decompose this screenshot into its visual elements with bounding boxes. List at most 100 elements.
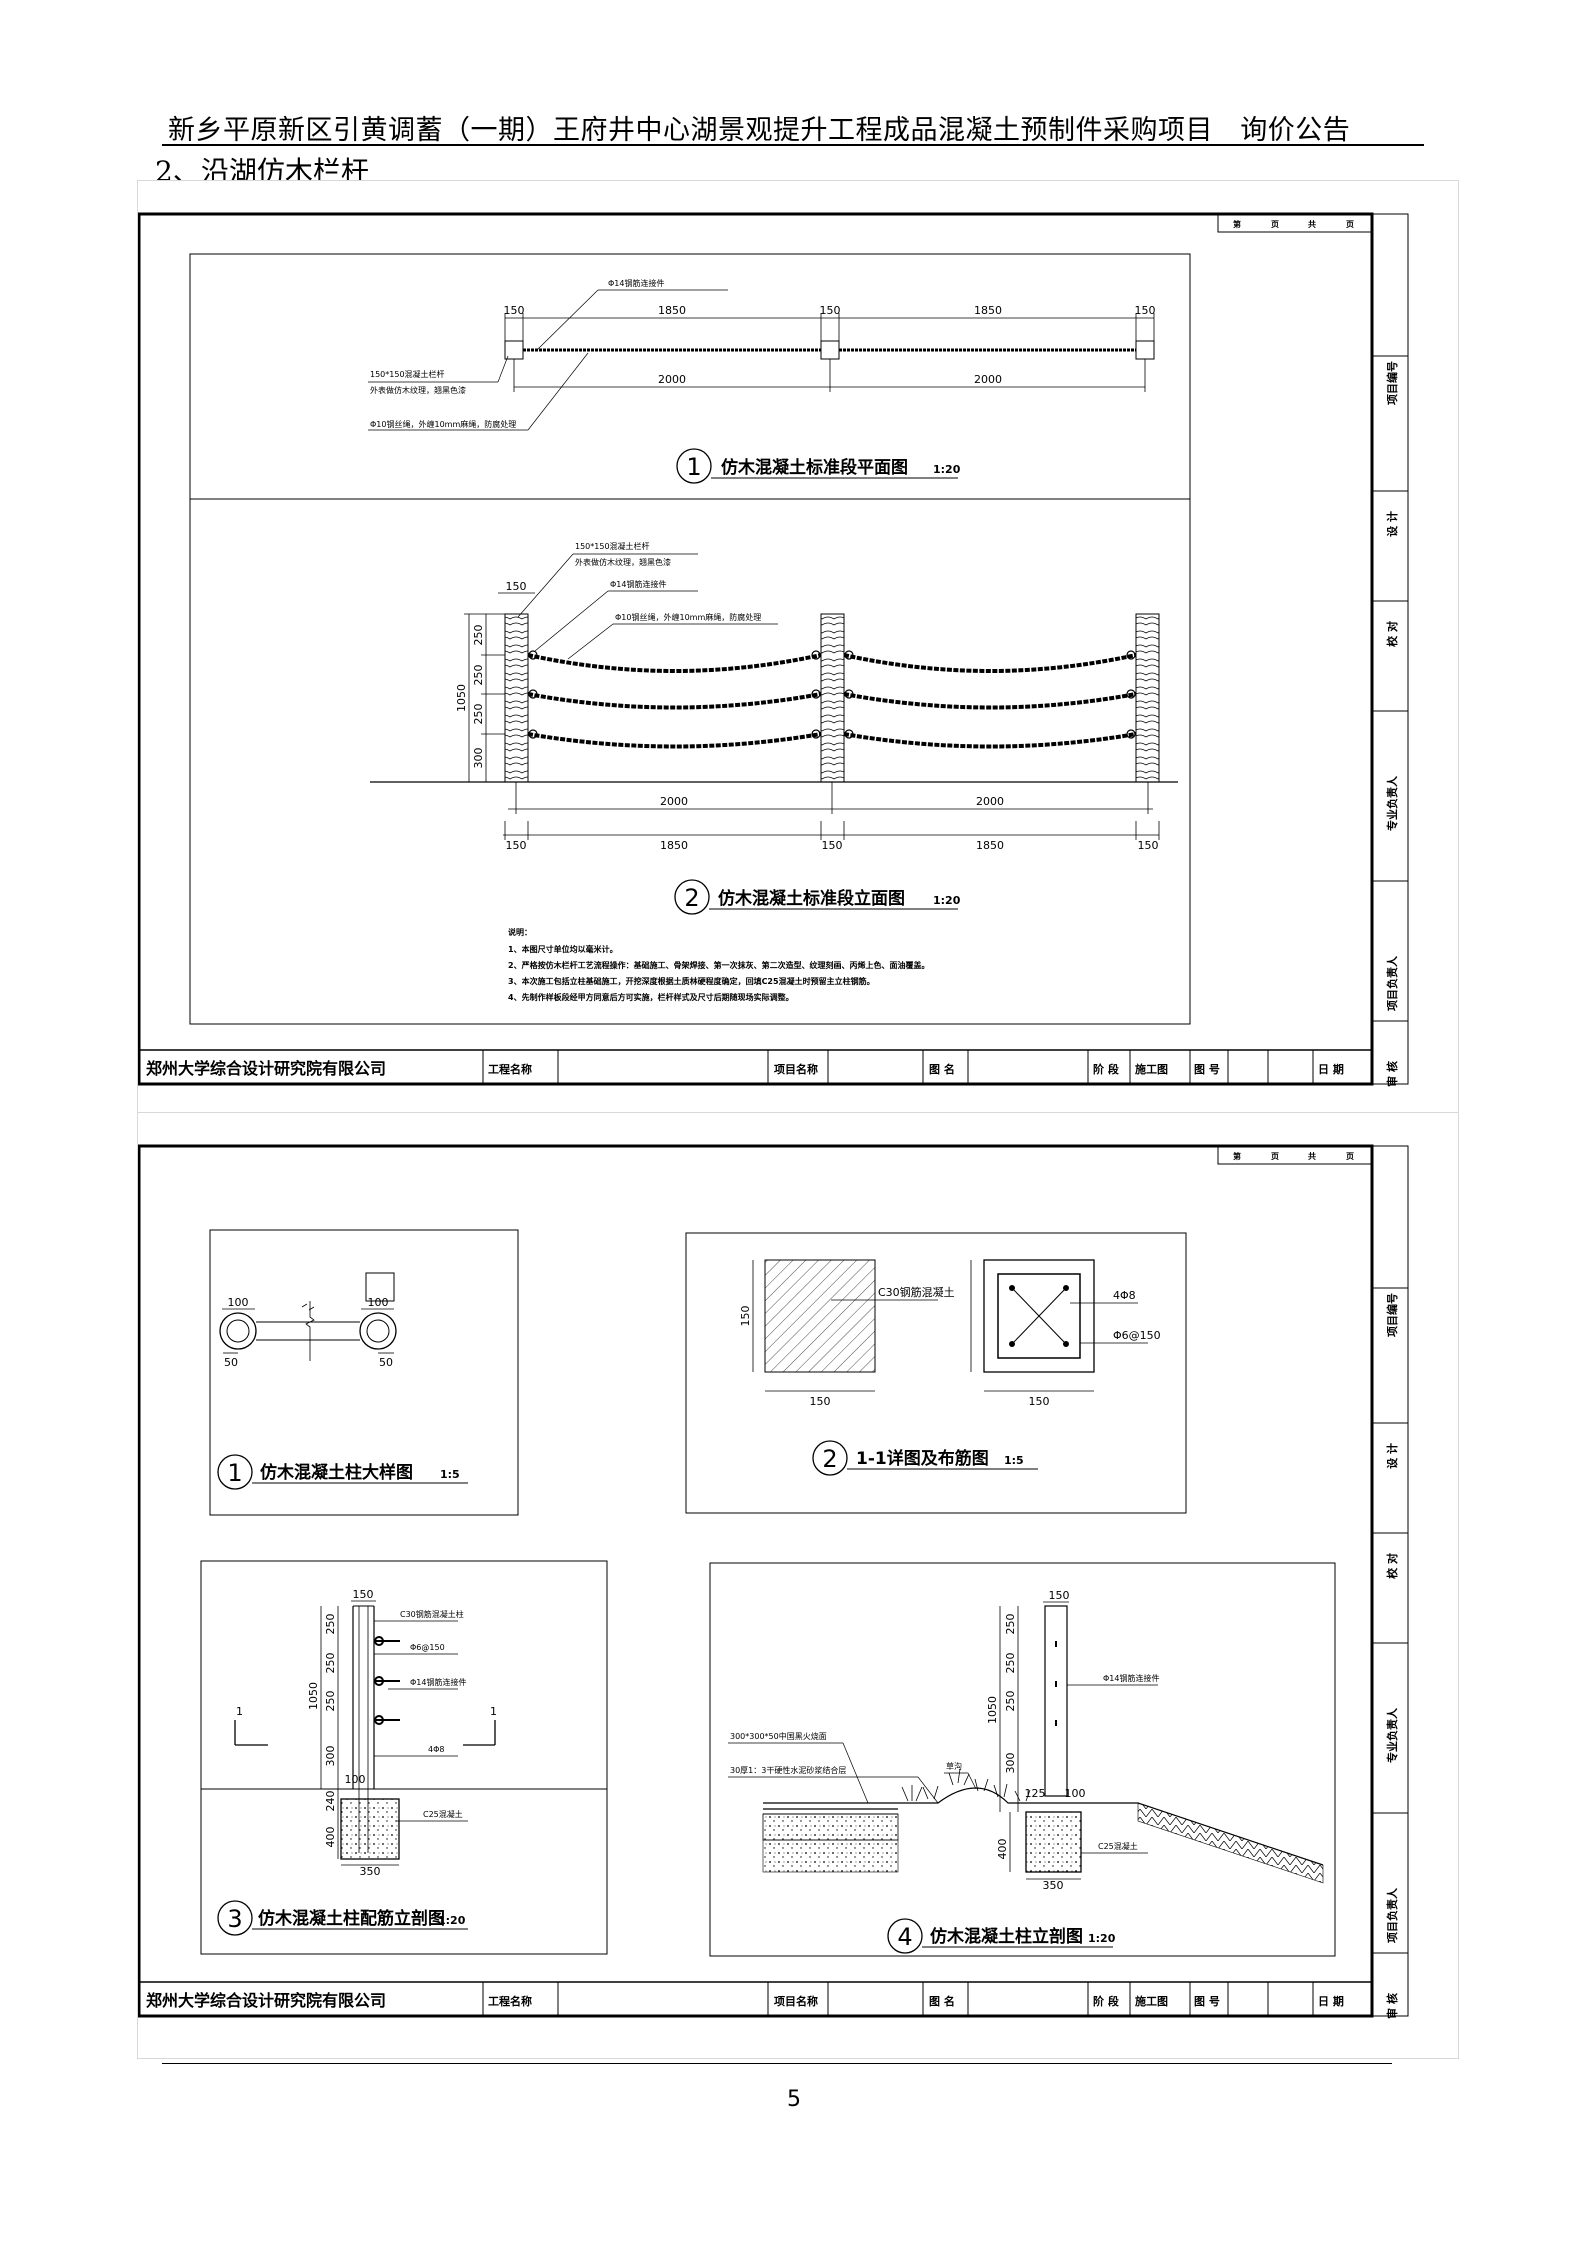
tb-stage-value: 施工图 (1135, 1062, 1168, 1076)
elev-dim-left-0: 250 (472, 625, 485, 646)
note-2: 2、严格按仿木栏杆工艺流程操作：基础施工、骨架焊接、第一次抹灰、第二次造型、纹理… (508, 960, 930, 970)
d4-dim-4: 400 (996, 1839, 1009, 1860)
d3-dim-total: 1050 (307, 1682, 320, 1710)
d2-label-stirrup: Φ6@150 (1113, 1329, 1161, 1342)
side-zyfzr: 专业负责人 (1385, 775, 1399, 831)
elev-number: 2 (684, 884, 699, 912)
elev-dim-left-3: 300 (472, 748, 485, 769)
note-4: 4、先制作样板段经甲方同意后方可实施，栏杆样式及尺寸后期随现场实际调整。 (508, 992, 794, 1002)
sheet-di: 第 (1233, 219, 1241, 229)
elev-dim-b2-4: 150 (1138, 839, 1159, 852)
header-title: 新乡平原新区引黄调蓄（一期）王府井中心湖景观提升工程成品混凝土预制件采购项目 (168, 115, 1213, 146)
elev-dim-total: 1050 (455, 684, 468, 712)
d3-dim-2: 250 (324, 1691, 337, 1712)
d4-label-paving: 300*300*50中国黑火烧面 (730, 1731, 827, 1741)
d3-label-concrete: C30钢筋混凝土柱 (400, 1609, 464, 1619)
side-xmfzr: 项目负责人 (1385, 955, 1399, 1011)
d3-dim-5: 400 (324, 1827, 337, 1848)
d4-dim-3: 300 (1004, 1753, 1017, 1774)
detail-3: 1 1 250 250 250 300 240 400 1050 150 100… (200, 1560, 608, 1955)
d4-title: 仿木混凝土柱立剖图 (930, 1926, 1083, 1947)
header-doc-type: 询价公告 (1240, 115, 1351, 146)
s2-side-xmfzr: 项目负责人 (1385, 1887, 1399, 1943)
d1-dim-1: 100 (368, 1296, 389, 1309)
sheet-2-drawing: 第 页 共 页 项目编号 设 计 校 对 专业负责人 项目负责人 审 核 郑州大… (138, 1144, 1409, 2019)
d4-dim-base: 350 (1043, 1879, 1064, 1892)
plan-dim-top-1: 1850 (658, 304, 686, 317)
tb-item-name: 项目名称 (774, 1062, 818, 1076)
footer-rule (162, 2063, 1392, 2064)
plan-scale: 1:20 (933, 463, 961, 476)
d3-label-rebar: 4Φ8 (428, 1745, 444, 1754)
side-sheji: 设 计 (1385, 511, 1399, 537)
d3-dim-3: 300 (324, 1746, 337, 1767)
page-header: 新乡平原新区引黄调蓄（一期）王府井中心湖景观提升工程成品混凝土预制件采购项目 询… (168, 108, 1418, 147)
s2-side-zyfzr: 专业负责人 (1385, 1707, 1399, 1763)
plan-label-post: 150*150混凝土栏杆 (370, 369, 445, 379)
s2-tb-drawing-no: 图 号 (1194, 1995, 1220, 2008)
d4-dim-1: 250 (1004, 1653, 1017, 1674)
detail-1: 100 100 50 50 1 仿木混凝土柱大样图 1:5 (209, 1229, 519, 1516)
elev-label-rope: Φ10钢丝绳，外缠10mm麻绳，防腐处理 (615, 612, 761, 622)
d3-dim-base: 350 (360, 1865, 381, 1878)
sheet-gong: 共 (1308, 219, 1316, 229)
d2-number: 2 (822, 1445, 837, 1473)
d4-dim-100: 100 (1065, 1787, 1086, 1800)
d2-dim-1: 150 (810, 1395, 831, 1408)
note-3: 3、本次施工包括立柱基础施工，开挖深度根据土质林硬程度确定，回填C25混凝土时预… (508, 976, 875, 986)
d4-dim-top: 150 (1049, 1589, 1070, 1602)
elev-dim-b2-1: 1850 (660, 839, 688, 852)
d4-dim-total: 1050 (986, 1696, 999, 1724)
notes: 说明： 1、本图尺寸单位均以毫米计。 2、严格按仿木栏杆工艺流程操作：基础施工、… (508, 927, 930, 1002)
sheet-ye2: 页 (1346, 220, 1354, 229)
drawing-sheet-2: 第 页 共 页 项目编号 设 计 校 对 专业负责人 项目负责人 审 核 郑州大… (137, 1112, 1459, 2059)
tb-drawing-no: 图 号 (1194, 1063, 1220, 1076)
elevation-view: 250 250 250 300 1050 150 2000 2000 150 1… (370, 541, 1178, 915)
plan-dim-top-4: 150 (1135, 304, 1156, 317)
plan-label-post-sub: 外表做仿木纹理，翘黑色漆 (370, 385, 466, 395)
elev-dim-top: 150 (506, 580, 527, 593)
elev-title: 仿木混凝土标准段立面图 (718, 888, 905, 909)
d1-number: 1 (227, 1459, 242, 1487)
plan-number: 1 (686, 453, 701, 481)
plan-dim-bottom-1: 2000 (974, 373, 1002, 386)
s2-tb-item-name: 项目名称 (774, 1994, 818, 2008)
note-1: 1、本图尺寸单位均以毫米计。 (508, 944, 618, 954)
plan-dim-top-2: 150 (820, 304, 841, 317)
d3-dim-4: 240 (324, 1791, 337, 1812)
d3-label-stirrup: Φ6@150 (410, 1643, 445, 1652)
d3-section-left: 1 (236, 1705, 243, 1718)
d2-scale: 1:5 (1004, 1454, 1024, 1467)
sheet-ye: 页 (1271, 220, 1279, 229)
sheet2-ye: 页 (1271, 1152, 1279, 1161)
d2-label-rebar: 4Φ8 (1113, 1289, 1136, 1302)
d3-label-base: C25混凝土 (423, 1809, 463, 1819)
tb-date: 日 期 (1318, 1062, 1344, 1076)
d4-number: 4 (897, 1923, 912, 1951)
d3-scale: 1:20 (438, 1914, 466, 1927)
d4-label-conn: Φ14钢筋连接件 (1103, 1673, 1159, 1683)
d4-label-base: C25混凝土 (1098, 1841, 1138, 1851)
tb-stage-label: 阶 段 (1093, 1062, 1119, 1076)
elev-dim-b1-0: 2000 (660, 795, 688, 808)
side-shenhe: 审 核 (1385, 1061, 1399, 1087)
s2-side-sheji: 设 计 (1385, 1443, 1399, 1469)
d4-label-plant: 草沟 (946, 1761, 962, 1771)
s2-side-shenhe: 审 核 (1385, 1993, 1399, 2019)
elev-label-conn: Φ14钢筋连接件 (610, 579, 666, 589)
d3-section-right: 1 (490, 1705, 497, 1718)
d2-label-concrete: C30钢筋混凝土 (878, 1285, 955, 1299)
plan-label-rope: Φ10钢丝绳，外缠10mm麻绳，防腐处理 (370, 419, 516, 429)
d3-dim-0: 250 (324, 1614, 337, 1635)
sheet2-ye2: 页 (1346, 1152, 1354, 1161)
detail-4: 250 250 250 300 400 1050 150 125 100 350… (709, 1562, 1336, 1957)
elev-label-post: 150*150混凝土栏杆 (575, 541, 650, 551)
d3-dim-top: 150 (353, 1588, 374, 1601)
d3-label-conn: Φ14钢筋连接件 (410, 1677, 466, 1687)
d4-label-mortar: 30厚1：3干硬性水泥砂浆结合层 (730, 1765, 846, 1775)
tb-project-name: 工程名称 (488, 1062, 532, 1076)
sheet2-di: 第 (1233, 1151, 1241, 1161)
plan-view: 150 1850 150 1850 150 2000 2000 Φ14钢筋连接件… (368, 278, 1156, 484)
plan-dim-bottom-0: 2000 (658, 373, 686, 386)
d2-dim-2: 150 (1029, 1395, 1050, 1408)
